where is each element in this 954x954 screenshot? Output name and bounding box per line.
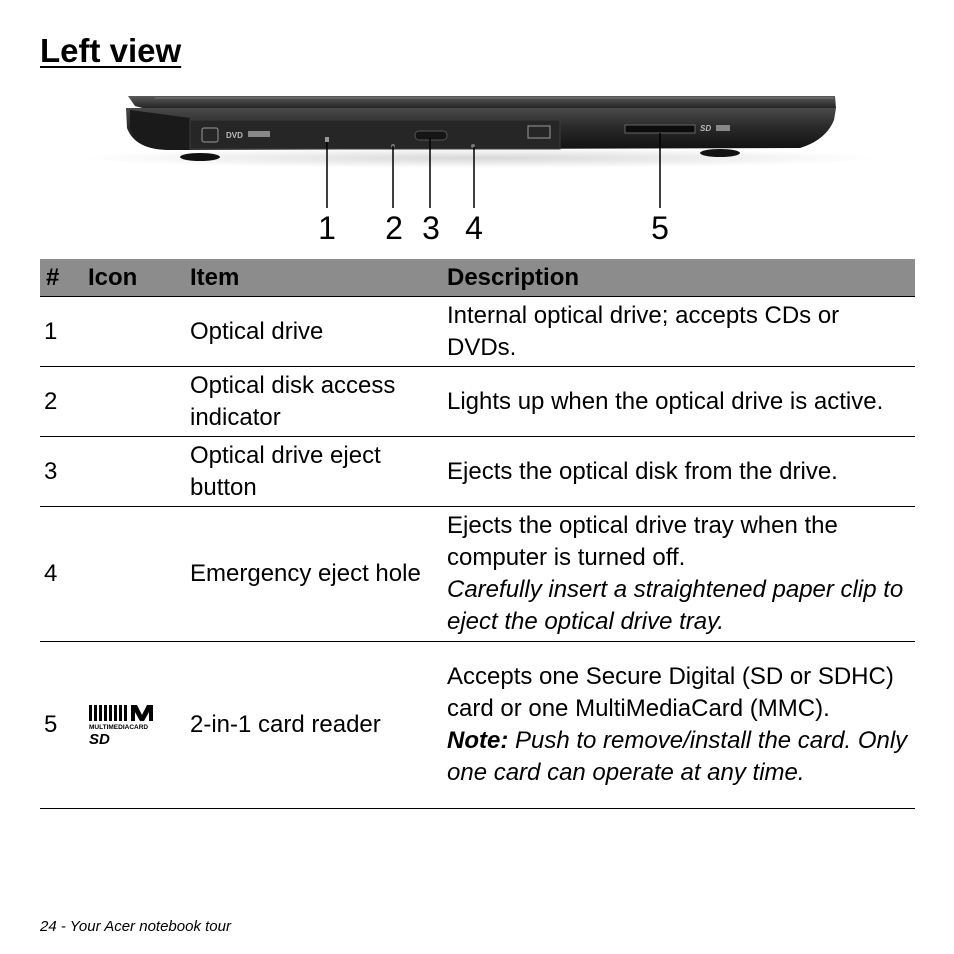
row-description: Ejects the optical disk from the drive. [441,436,915,507]
description-note: Carefully insert a straightened paper cl… [447,576,904,635]
table-row: 4 Emergency eject hole Ejects the optica… [40,506,915,642]
description-text: Accepts one Secure Digital (SD or SDHC) … [447,663,894,722]
row-item: Emergency eject hole [184,506,441,642]
callout-number: 1 [318,210,336,246]
table-header-row: # Icon Item Description [40,259,915,297]
table-row: 1 Optical drive Internal optical drive; … [40,296,915,367]
callout-number: 4 [465,210,483,246]
row-description: Internal optical drive; accepts CDs or D… [441,296,915,367]
row-number: 4 [40,506,82,642]
table-row: 3 Optical drive eject button Ejects the … [40,436,915,507]
table-row: 5 MULTIMEDIACARD SD [40,641,915,809]
row-item: 2-in-1 card reader [184,641,441,809]
row-item: Optical drive [184,296,441,367]
callout-number: 5 [651,210,669,246]
column-header-icon: Icon [82,259,184,297]
page-title: Left view [40,32,182,69]
row-icon-cell [82,436,184,507]
row-icon-cell: MULTIMEDIACARD SD [82,641,184,809]
left-view-table: # Icon Item Description 1 Optical drive … [40,259,915,809]
note-label: Note: [447,727,509,754]
multimediacard-label: MULTIMEDIACARD [89,724,148,731]
table-row: 2 Optical disk access indicator Lights u… [40,366,915,437]
row-number: 3 [40,436,82,507]
column-header-item: Item [184,259,441,297]
column-header-description: Description [441,259,915,297]
row-description: Accepts one Secure Digital (SD or SDHC) … [441,641,915,809]
column-header-number: # [40,259,82,297]
laptop-left-side-illustration: DVD SD [80,96,880,208]
row-number: 1 [40,296,82,367]
row-icon-cell [82,506,184,642]
row-description: Lights up when the optical drive is acti… [441,366,915,437]
description-note: Push to remove/install the card. Only on… [447,727,908,786]
page-footer: 24 - Your Acer notebook tour [40,918,231,935]
row-number: 2 [40,366,82,437]
sd-card-label: SD [89,731,110,747]
callout-number: 3 [422,210,440,246]
row-item: Optical drive eject button [184,436,441,507]
callout-number: 2 [385,210,403,246]
row-icon-cell [82,366,184,437]
sd-logo: SD [700,124,711,133]
multimediacard-sd-icon: MULTIMEDIACARD SD [89,705,153,747]
row-item: Optical disk access indicator [184,366,441,437]
dvd-logo: DVD [226,131,243,140]
description-text: Ejects the optical drive tray when the c… [447,512,838,571]
row-description: Ejects the optical drive tray when the c… [441,506,915,642]
row-number: 5 [40,641,82,809]
row-icon-cell [82,296,184,367]
